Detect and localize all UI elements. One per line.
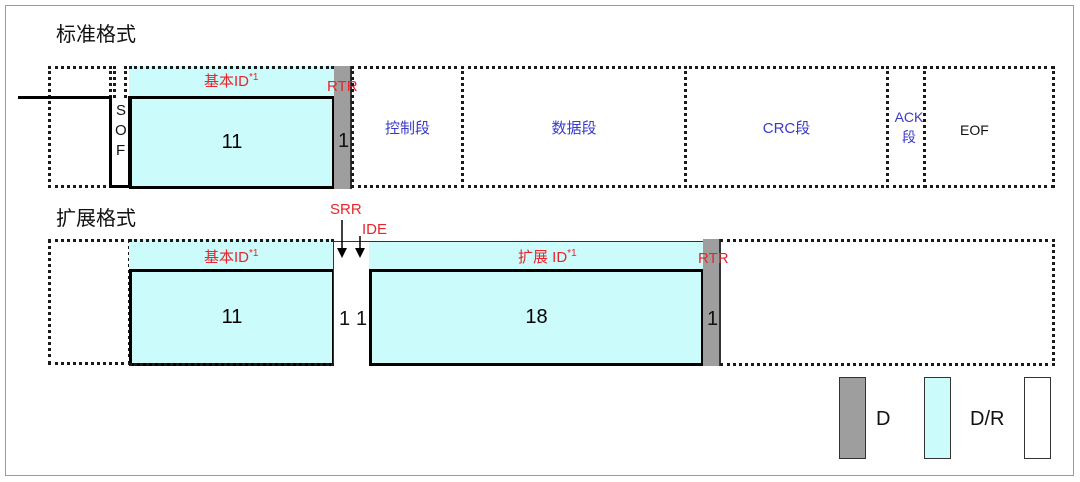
ide-arrow-icon	[355, 236, 365, 258]
std-ack-label-2: 段	[902, 129, 916, 145]
std-ack-label-1: ACK	[894, 109, 924, 125]
ext-base-id-bits: 11	[221, 306, 243, 328]
legend-dominant-swatch	[839, 377, 866, 459]
ext-ext-id-bits: 18	[525, 306, 548, 328]
ext-remaining-region	[720, 239, 1055, 366]
std-eof-field: EOF	[923, 66, 1055, 188]
ext-srr-bits: 1	[339, 308, 351, 330]
ext-ext-id-field: 18	[369, 269, 704, 366]
ext-base-id-label: 基本ID*1	[204, 248, 259, 266]
ext-ext-id-label: 扩展 ID*1	[518, 248, 577, 266]
ext-srr-label: SRR	[330, 201, 362, 218]
standard-format-heading: 标准格式	[56, 22, 136, 46]
ext-bottom-dots	[129, 363, 334, 366]
legend-dr-swatch-white	[1024, 377, 1051, 459]
std-crc-label: CRC段	[762, 119, 811, 137]
ext-rtr-field	[703, 239, 721, 366]
std-sof-char-s: S	[116, 102, 127, 119]
srr-arrow-icon	[337, 220, 347, 258]
std-base-id-field: 11	[129, 96, 335, 189]
std-bus-line	[18, 96, 112, 99]
ext-rtr-bits: 1	[707, 308, 719, 330]
legend-dominant-label: D	[876, 408, 891, 430]
std-eof-label: EOF	[960, 122, 989, 138]
std-base-id-bits: 11	[221, 131, 243, 153]
ext-ide-label: IDE	[362, 221, 388, 238]
std-sof-char-f: F	[116, 142, 126, 159]
ext-base-id-field: 11	[129, 269, 335, 366]
std-data-label: 数据段	[551, 119, 597, 137]
legend-dr-label: D/R	[970, 408, 1005, 430]
std-rtr-bits: 1	[338, 130, 350, 152]
std-rtr-label: RTR	[327, 78, 358, 95]
std-base-id-label: 基本ID*1	[204, 72, 259, 90]
ext-ext-id-upper	[369, 241, 703, 271]
ext-ide-bits: 1	[356, 308, 368, 330]
diagram-frame	[5, 5, 1074, 476]
std-base-id-upper	[129, 66, 334, 98]
std-sof-top-dotted	[113, 66, 127, 98]
std-control-label: 控制段	[384, 119, 430, 137]
std-sof-char-o: O	[115, 122, 127, 139]
legend-dr-swatch-cyan	[924, 377, 951, 459]
ext-rtr-label: RTR	[698, 250, 729, 267]
extended-format-heading: 扩展格式	[56, 206, 136, 230]
ext-base-id-upper	[129, 239, 334, 271]
